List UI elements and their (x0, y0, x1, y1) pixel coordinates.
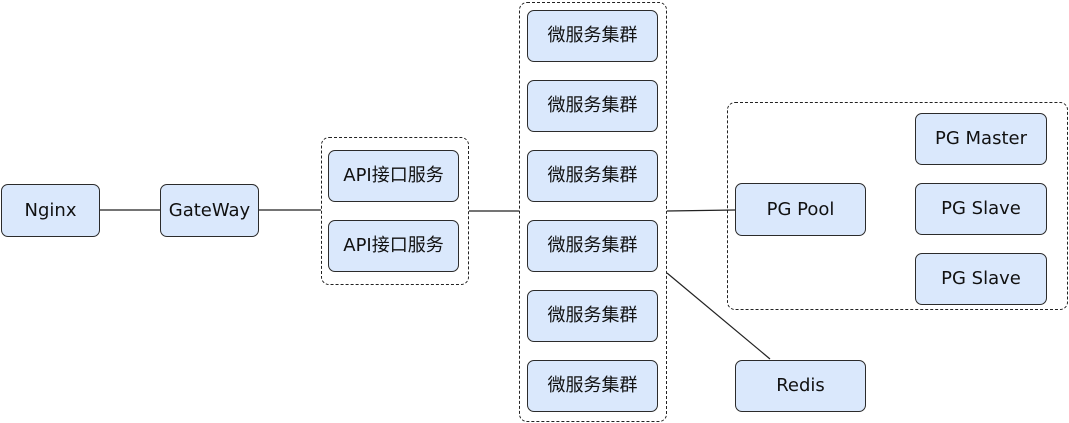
nginx-node[interactable]: Nginx (1, 184, 100, 237)
api-service-label: API接口服务 (343, 235, 444, 256)
microservice-cluster-label: 微服务集群 (547, 95, 638, 116)
api-service-node-2[interactable]: API接口服务 (328, 220, 459, 272)
redis-node[interactable]: Redis (735, 360, 866, 412)
edge-microservice-group-pg-pool (666, 209, 736, 212)
microservice-cluster-node-2[interactable]: 微服务集群 (527, 80, 658, 132)
microservice-cluster-label: 微服务集群 (547, 305, 638, 326)
microservice-cluster-node-5[interactable]: 微服务集群 (527, 290, 658, 342)
postgres-group (727, 102, 1068, 310)
gateway-label: GateWay (168, 199, 251, 221)
microservice-cluster-node-3[interactable]: 微服务集群 (527, 150, 658, 202)
pg-slave-label: PG Slave (941, 198, 1021, 219)
nginx-label: Nginx (24, 199, 77, 221)
microservice-cluster-label: 微服务集群 (547, 25, 638, 46)
pg-master-label: PG Master (935, 128, 1027, 149)
microservice-cluster-node-6[interactable]: 微服务集群 (527, 360, 658, 412)
microservice-cluster-group (519, 2, 667, 422)
pg-slave-node-1[interactable]: PG Slave (915, 183, 1047, 235)
pg-master-node[interactable]: PG Master (915, 113, 1047, 165)
api-service-group (321, 137, 469, 285)
microservice-cluster-label: 微服务集群 (547, 165, 638, 186)
pg-slave-node-2[interactable]: PG Slave (915, 253, 1047, 305)
microservice-cluster-node-1[interactable]: 微服务集群 (527, 10, 658, 62)
pg-pool-label: PG Pool (766, 198, 835, 220)
redis-label: Redis (776, 375, 825, 396)
microservice-cluster-label: 微服务集群 (547, 235, 638, 256)
api-service-label: API接口服务 (343, 165, 444, 186)
gateway-node[interactable]: GateWay (160, 184, 259, 237)
microservice-cluster-label: 微服务集群 (547, 375, 638, 396)
api-service-node-1[interactable]: API接口服务 (328, 150, 459, 202)
pg-pool-node[interactable]: PG Pool (735, 183, 866, 236)
microservice-cluster-node-4[interactable]: 微服务集群 (527, 220, 658, 272)
pg-slave-label: PG Slave (941, 268, 1021, 289)
